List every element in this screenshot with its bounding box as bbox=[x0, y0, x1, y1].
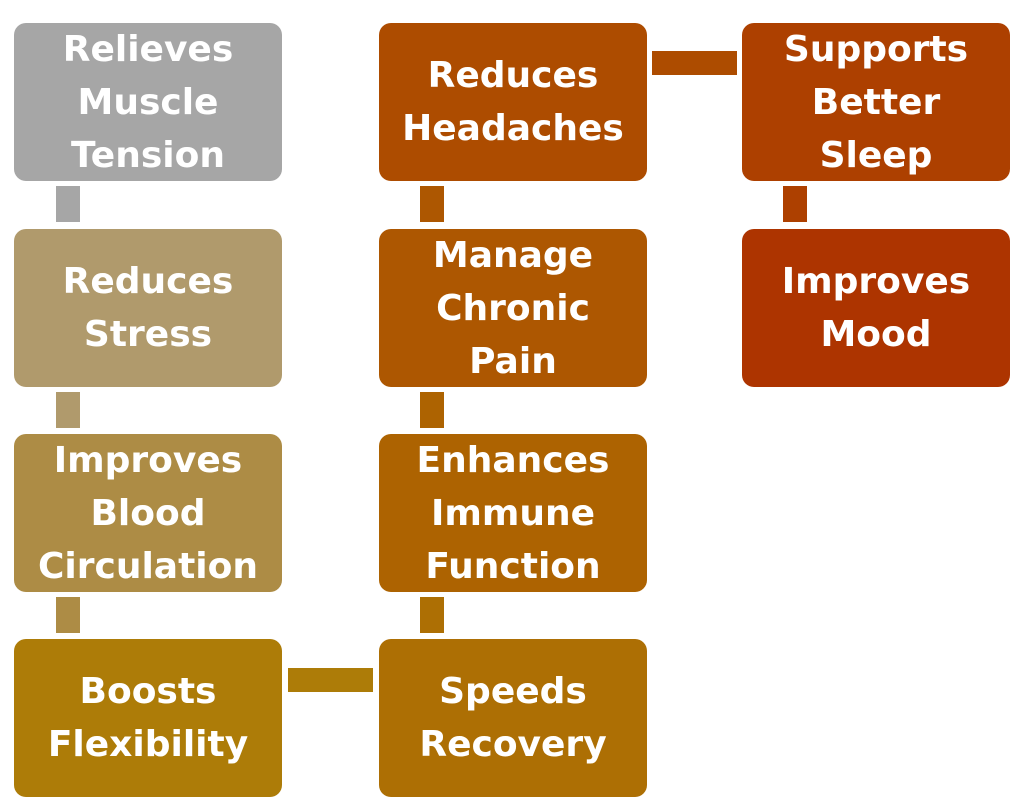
connector-5-6 bbox=[420, 597, 444, 633]
connector-6-7 bbox=[420, 392, 444, 428]
node-improves-mood: Improves Mood bbox=[742, 229, 1010, 387]
node-label: Supports Better Sleep bbox=[783, 28, 969, 176]
node-label: Enhances Immune Function bbox=[416, 439, 610, 587]
node-label: Speeds Recovery bbox=[419, 671, 607, 765]
node-label: Boosts Flexibility bbox=[47, 671, 249, 765]
connector-7-8 bbox=[420, 186, 444, 222]
node-label: Reduces Stress bbox=[62, 261, 234, 355]
node-enhances-immune-function: Enhances Immune Function bbox=[379, 434, 647, 592]
node-label: Relieves Muscle Tension bbox=[62, 28, 234, 176]
node-supports-better-sleep: Supports Better Sleep bbox=[742, 23, 1010, 181]
connector-3-4 bbox=[56, 597, 80, 633]
connector-9-10 bbox=[783, 186, 807, 222]
node-manage-chronic-pain: Manage Chronic Pain bbox=[379, 229, 647, 387]
node-reduces-stress: Reduces Stress bbox=[14, 229, 282, 387]
connector-8-9 bbox=[652, 51, 737, 75]
node-label: Improves Mood bbox=[781, 261, 971, 355]
node-label: Improves Blood Circulation bbox=[37, 439, 259, 587]
connector-4-5 bbox=[288, 668, 373, 692]
node-improves-blood-circulation: Improves Blood Circulation bbox=[14, 434, 282, 592]
node-label: Manage Chronic Pain bbox=[432, 234, 594, 382]
connector-2-3 bbox=[56, 392, 80, 428]
node-speeds-recovery: Speeds Recovery bbox=[379, 639, 647, 797]
node-reduces-headaches: Reduces Headaches bbox=[379, 23, 647, 181]
node-relieves-muscle-tension: Relieves Muscle Tension bbox=[14, 23, 282, 181]
connector-1-2 bbox=[56, 186, 80, 222]
node-label: Reduces Headaches bbox=[402, 55, 624, 149]
node-boosts-flexibility: Boosts Flexibility bbox=[14, 639, 282, 797]
